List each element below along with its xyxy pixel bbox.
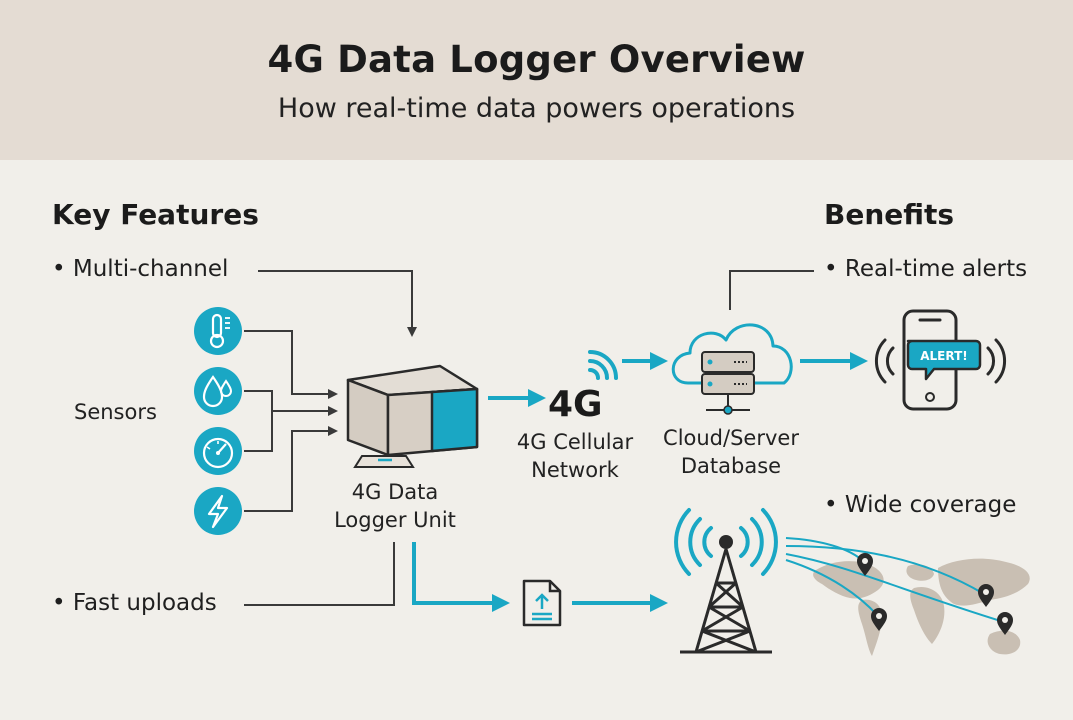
benefit-real-time-alerts: • Real-time alerts — [824, 256, 1028, 282]
feature-multi-channel: • Multi-channel — [52, 256, 229, 282]
cloud-label-line2: Database — [680, 454, 782, 478]
page-subtitle: How real-time data powers operations — [277, 93, 796, 124]
benefit-wide-coverage: • Wide coverage — [824, 492, 1017, 518]
alert-text: ALERT! — [920, 349, 968, 363]
phone-alert-icon: ALERT! — [874, 309, 1007, 411]
network-label-line2: Network — [531, 458, 619, 482]
benefits-heading: Benefits — [824, 198, 955, 231]
file-upload-icon — [522, 579, 562, 627]
key-features-heading: Key Features — [52, 198, 259, 231]
cloud-label: Cloud/Server Database — [646, 424, 816, 480]
header-band — [0, 0, 1073, 160]
map-pin-icon — [997, 612, 1013, 635]
map-pin-icon — [857, 553, 873, 576]
world-map — [813, 558, 1030, 656]
logger-label-line2: Logger Unit — [334, 508, 456, 532]
sensors-label: Sensors — [74, 400, 157, 424]
network-4g-mark: 4G — [548, 384, 603, 425]
cloud-server-icon — [671, 323, 793, 415]
alerts-connector — [729, 270, 814, 310]
sensor-connectors — [244, 330, 338, 512]
cloud-label-line1: Cloud/Server — [663, 426, 799, 450]
multi-channel-connector — [258, 270, 417, 337]
logger-label: 4G Data Logger Unit — [330, 478, 460, 534]
map-pins — [857, 553, 1013, 635]
water-drop-icon — [194, 367, 242, 415]
fast-uploads-connector — [244, 542, 395, 606]
thermometer-icon — [194, 307, 242, 355]
page-title: 4G Data Logger Overview — [267, 38, 806, 81]
map-pin-icon — [978, 584, 994, 607]
logger-to-upload-arrow — [412, 542, 510, 612]
cell-tower-icon — [674, 508, 778, 654]
logger-label-line1: 4G Data — [351, 480, 439, 504]
lightning-icon — [194, 487, 242, 535]
logger-device — [346, 364, 479, 468]
gauge-icon — [194, 427, 242, 475]
network-label: 4G Cellular Network — [504, 428, 646, 484]
feature-fast-uploads: • Fast uploads — [52, 590, 217, 616]
network-label-line1: 4G Cellular — [516, 430, 634, 454]
map-pin-icon — [871, 608, 887, 631]
signal-waves-icon — [588, 350, 618, 380]
